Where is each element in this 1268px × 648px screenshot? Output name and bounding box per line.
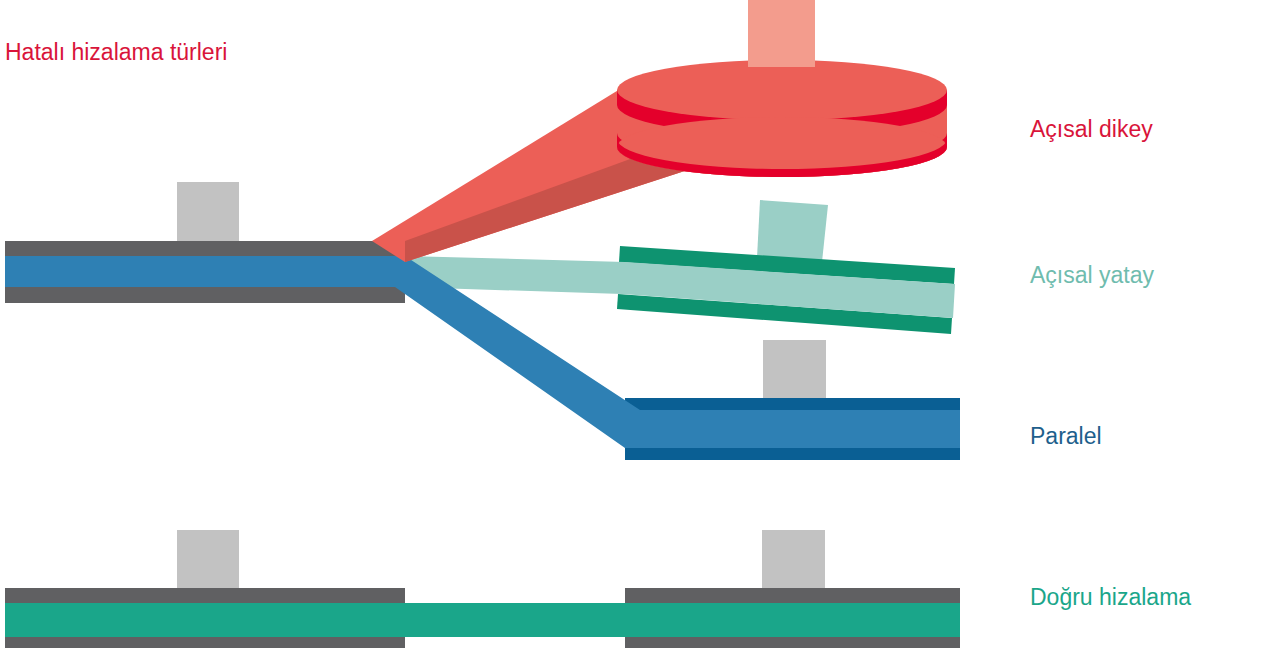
shaft (5, 256, 960, 448)
bearing-block (762, 530, 825, 589)
shaft (405, 256, 955, 318)
shaft-shade (405, 150, 700, 262)
disk-top (617, 60, 947, 120)
shaft (5, 603, 960, 637)
type-label: Paralel (1030, 423, 1102, 451)
bearing-block (763, 340, 826, 399)
type-label: Açısal yatay (1030, 262, 1154, 290)
bearing-block (177, 182, 239, 242)
disk-rim (617, 139, 947, 177)
bearing-block (748, 55, 815, 67)
diagram-title: Hatalı hizalama türleri (5, 39, 227, 67)
bearing-block (757, 200, 828, 262)
bearing-block (177, 530, 239, 589)
bearing-block (748, 0, 815, 75)
type-label: Açısal dikey (1030, 116, 1153, 144)
disk-bottom (617, 117, 947, 177)
type-label: Doğru hizalama (1030, 584, 1191, 612)
